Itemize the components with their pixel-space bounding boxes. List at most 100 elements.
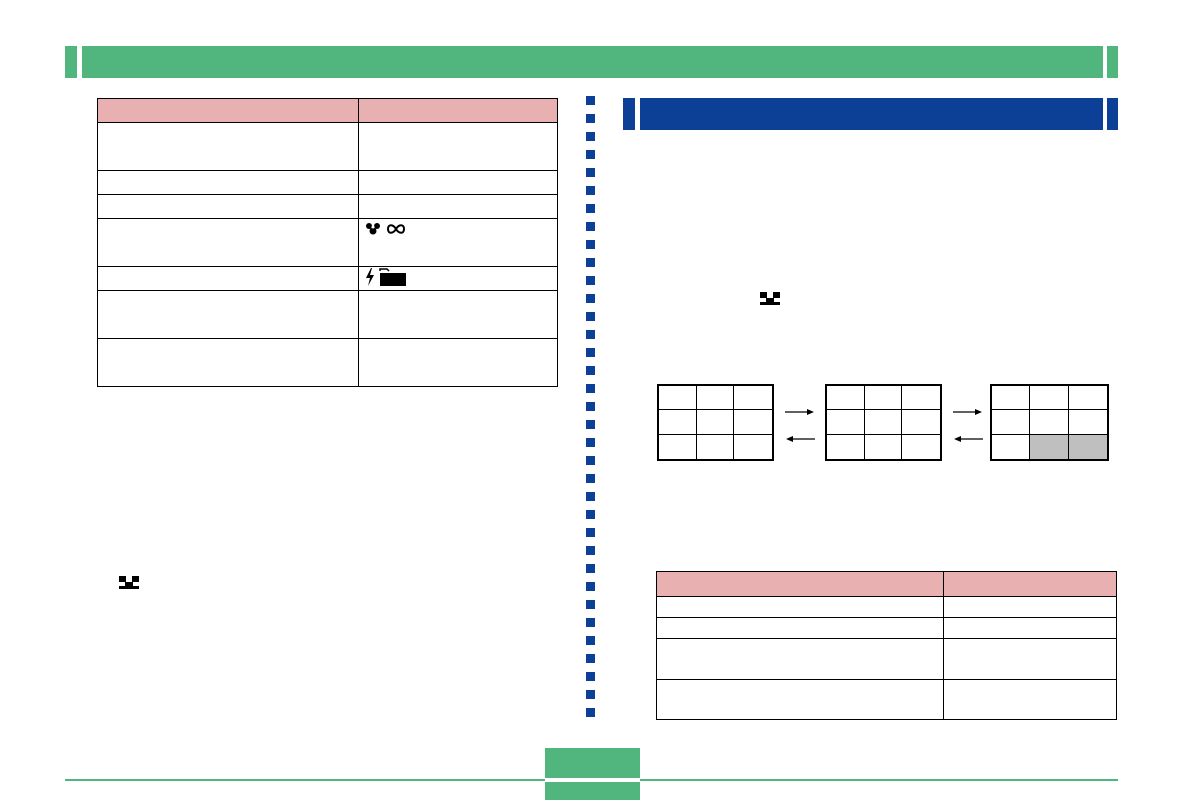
table-row — [97, 194, 558, 219]
table-cell — [97, 122, 359, 171]
grid-cell — [992, 434, 1031, 459]
table-cell — [656, 679, 944, 720]
divider-square — [586, 366, 595, 375]
image-grid — [990, 384, 1109, 461]
arrow-right-icon — [785, 403, 815, 421]
divider-square — [586, 672, 595, 681]
divider-square — [586, 312, 595, 321]
divider-square — [586, 168, 595, 177]
table-row — [656, 596, 1117, 618]
section-bar-right-cap — [1107, 98, 1118, 130]
grid-cell — [659, 410, 697, 435]
grid-cell — [659, 434, 697, 459]
right-settings-table — [656, 571, 1117, 720]
grid-cell — [992, 410, 1031, 435]
divider-square — [586, 114, 595, 123]
grid-cell — [992, 386, 1031, 411]
grid-cell — [1068, 434, 1107, 459]
grid-cell — [864, 386, 903, 411]
grid-cell — [734, 435, 772, 459]
table-row — [97, 122, 558, 171]
divider-square — [586, 348, 595, 357]
section-bar-left-cap — [623, 98, 635, 130]
table-header-cell — [358, 98, 558, 123]
image-grid — [657, 384, 774, 461]
arrow-right-icon — [953, 403, 983, 421]
grid-cell — [1068, 386, 1107, 411]
grid-cell — [827, 410, 865, 435]
table-header-row — [97, 98, 558, 123]
table-cell — [358, 122, 558, 171]
grid-cell — [697, 434, 735, 459]
table-cell — [358, 218, 558, 267]
table-row — [97, 218, 558, 267]
multi-image-icon — [119, 576, 139, 594]
divider-square — [586, 618, 595, 627]
grid-cell — [734, 410, 772, 435]
divider-square — [586, 222, 595, 231]
divider-square — [586, 546, 595, 555]
table-cell — [656, 638, 944, 680]
table-row — [656, 617, 1117, 639]
page-tab-gap — [545, 778, 640, 782]
table-cell — [358, 266, 558, 291]
divider-square — [586, 240, 595, 249]
divider-square — [586, 402, 595, 411]
divider-square — [586, 492, 595, 501]
divider-square — [586, 186, 595, 195]
image-grid — [825, 384, 942, 461]
flash-icon — [365, 268, 379, 289]
table-cell — [97, 218, 359, 267]
table-cell — [358, 290, 558, 339]
grid-cell — [827, 434, 865, 459]
divider-square — [586, 294, 595, 303]
infinity-icon — [385, 224, 407, 239]
grid-cell — [696, 410, 735, 435]
table-cell — [358, 170, 558, 195]
divider-square — [586, 258, 595, 267]
column-divider — [586, 96, 597, 720]
arrow-left-icon — [785, 430, 815, 448]
grid-cell — [827, 386, 865, 411]
grid-cell — [734, 386, 772, 411]
grid-cell — [864, 410, 903, 435]
grid-cell — [902, 435, 940, 459]
table-cell — [358, 338, 558, 387]
divider-square — [586, 636, 595, 645]
table-cell — [656, 617, 944, 639]
section-title-bar — [640, 98, 1103, 130]
table-row — [97, 266, 558, 291]
divider-square — [586, 204, 595, 213]
multi-image-icon — [760, 292, 780, 310]
divider-square — [586, 528, 595, 537]
header-bar-left-cap — [65, 46, 77, 78]
divider-square — [586, 420, 595, 429]
table-cell — [97, 338, 359, 387]
divider-square — [586, 330, 595, 339]
table-header-cell — [656, 571, 944, 597]
divider-square — [586, 654, 595, 663]
divider-square — [586, 708, 595, 717]
page-number-tab — [545, 748, 640, 800]
grid-cell — [1068, 410, 1107, 435]
divider-square — [586, 276, 595, 285]
header-bar-right-cap — [1107, 46, 1118, 78]
table-cell — [97, 290, 359, 339]
macro-flower-icon — [365, 223, 385, 239]
grid-cell — [902, 410, 940, 435]
arrow-left-icon — [953, 430, 983, 448]
grid-cell — [1030, 434, 1069, 459]
table-header-row — [656, 571, 1117, 597]
table-cell — [97, 170, 359, 195]
divider-square — [586, 474, 595, 483]
divider-square — [586, 150, 595, 159]
table-cell — [943, 679, 1117, 720]
table-cell — [943, 596, 1117, 618]
grid-cell — [659, 386, 697, 411]
divider-square — [586, 564, 595, 573]
table-cell — [656, 596, 944, 618]
divider-square — [586, 456, 595, 465]
folder-icon — [378, 268, 407, 289]
divider-square — [586, 582, 595, 591]
grid-cell — [902, 386, 940, 411]
